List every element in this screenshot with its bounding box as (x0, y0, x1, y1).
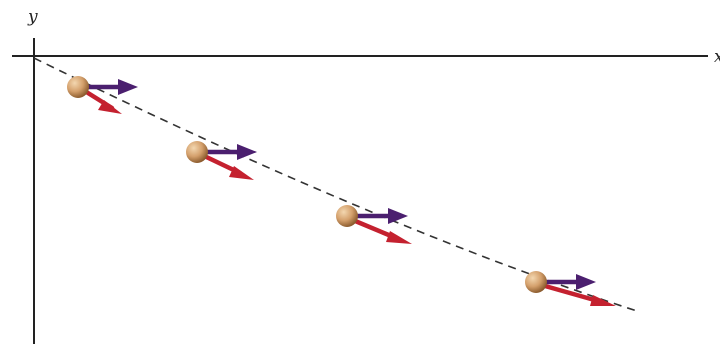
ball-2 (186, 141, 257, 180)
ball-sphere (186, 141, 208, 163)
horizontal-arrowhead-purple (118, 79, 138, 95)
velocity-arrow-red (535, 281, 601, 304)
velocity-arrowhead-red (98, 100, 122, 114)
horizontal-arrowhead-purple (388, 208, 408, 224)
x-axis-label: x (714, 47, 720, 67)
ball-sphere (67, 76, 89, 98)
velocity-arrowhead-red (229, 166, 254, 180)
y-axis-label: y (27, 7, 38, 27)
ball-4 (525, 271, 616, 306)
horizontal-arrowhead-purple (576, 274, 596, 290)
horizontal-arrowhead-purple (237, 144, 257, 160)
ball-1 (67, 76, 138, 114)
ball-sphere (336, 205, 358, 227)
trajectory-path (33, 57, 641, 313)
velocity-arrowhead-red (386, 231, 412, 244)
ball-sphere (525, 271, 547, 293)
velocity-arrowhead-red (590, 295, 616, 306)
ball-3 (336, 205, 412, 244)
